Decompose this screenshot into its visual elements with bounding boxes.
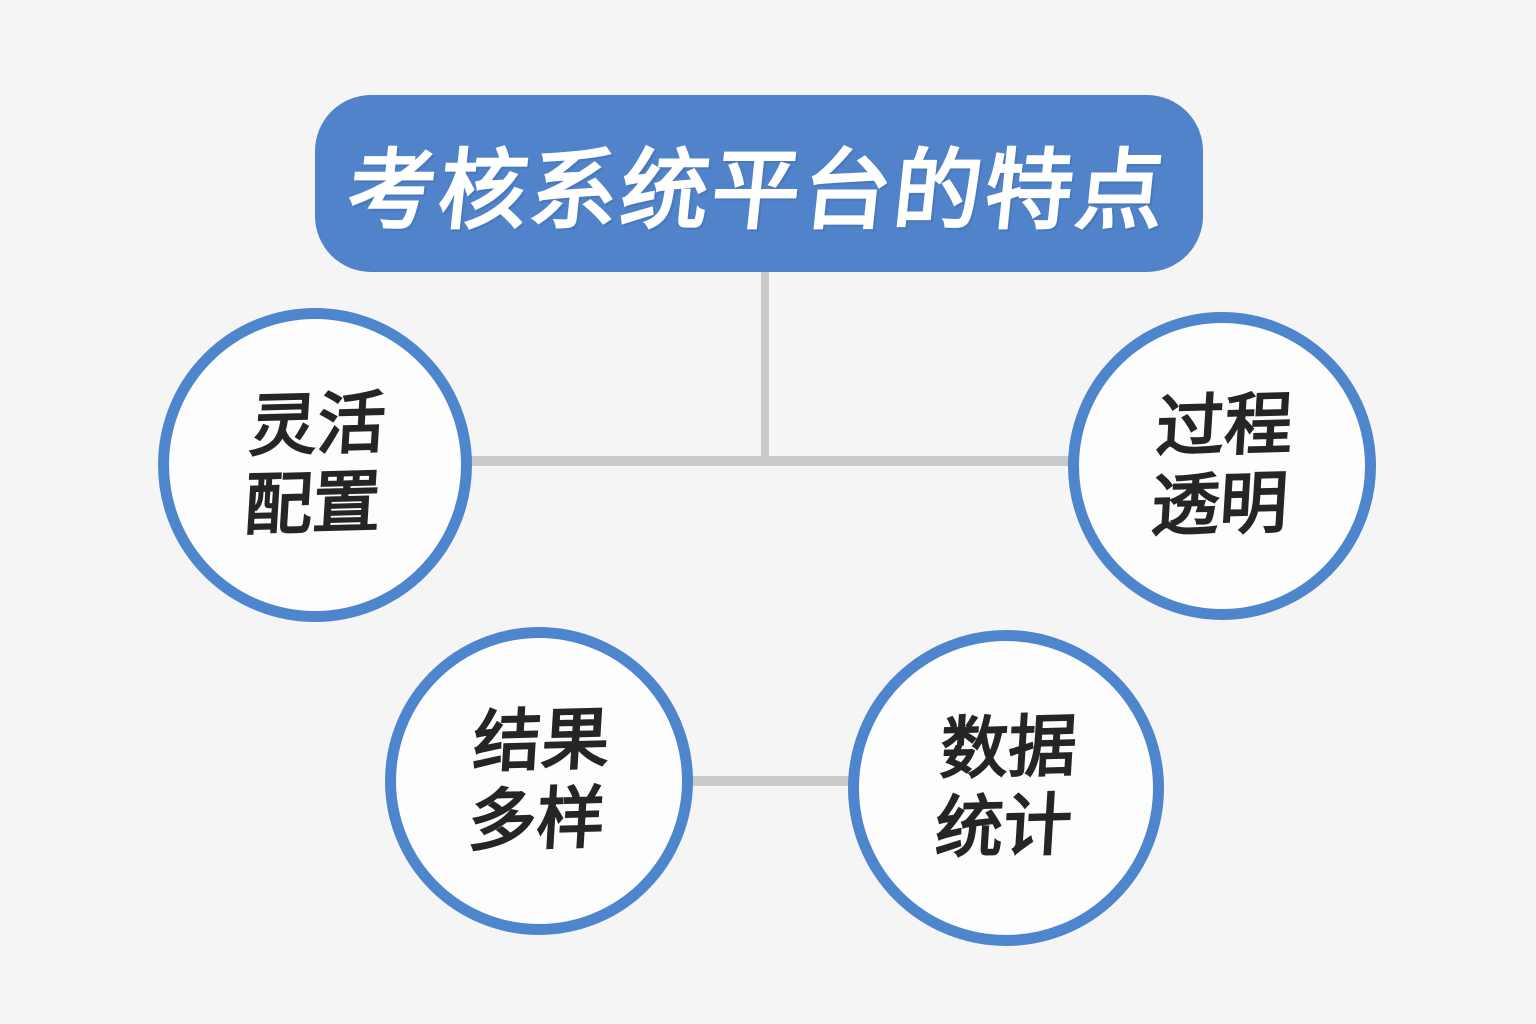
node-label-line: 结果 — [470, 701, 612, 781]
node-label-line: 过程 — [1153, 386, 1295, 466]
node-transparent-process: 过程 透明 — [1068, 312, 1376, 620]
connector-bottom-circles — [690, 776, 852, 786]
node-label: 灵活 配置 — [242, 384, 388, 545]
node-diverse-results: 结果 多样 — [385, 627, 693, 935]
node-label: 数据 统计 — [933, 707, 1079, 868]
connector-title-to-branch — [761, 268, 769, 466]
node-label-line: 透明 — [1149, 465, 1291, 545]
node-label-line: 统计 — [933, 787, 1075, 867]
node-label: 结果 多样 — [466, 700, 612, 861]
title-banner: 考核系统平台的特点 — [315, 95, 1203, 272]
node-label-line: 多样 — [466, 780, 608, 860]
node-data-statistics: 数据 统计 — [848, 630, 1164, 946]
node-flexible-config: 灵活 配置 — [158, 308, 472, 622]
node-label-line: 配置 — [242, 464, 384, 544]
node-label-line: 灵活 — [246, 385, 388, 465]
node-label-line: 数据 — [937, 708, 1079, 788]
node-label: 过程 透明 — [1149, 385, 1295, 546]
connector-top-circles — [466, 456, 1076, 466]
title-text: 考核系统平台的特点 — [343, 141, 1173, 240]
